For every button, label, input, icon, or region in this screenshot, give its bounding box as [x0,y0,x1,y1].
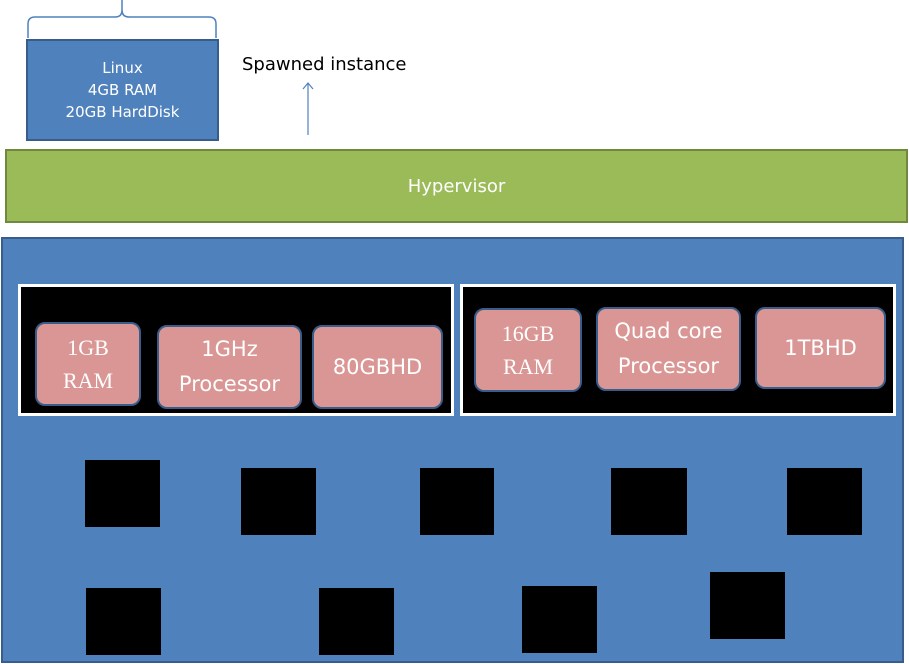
chip-line: Processor [617,354,720,378]
disk-chip-80gb: 80GBHD [312,325,443,409]
machine-square [85,460,160,527]
brace-connector [27,0,217,38]
chip-line: 1GB [67,335,109,360]
chip-line: Quad core [614,319,723,343]
machine-square [319,588,394,655]
ram-chip-16gb: 16GB RAM [474,308,582,392]
machine-square [86,588,161,655]
machine-square [522,586,597,653]
chip-line: 1GHz [201,337,258,361]
hypervisor-bar: Hypervisor [5,149,908,223]
chip-line: 80GBHD [332,354,423,379]
machine-square [611,468,687,535]
spawned-instance-label: Spawned instance [242,54,407,75]
machine-square [241,468,316,535]
machine-square [420,468,494,535]
processor-chip-quad-core: Quad core Processor [596,307,741,391]
chip-line: 16GB [501,321,555,346]
chip-line: 1TBHD [784,335,857,360]
ram-chip-1gb: 1GB RAM [35,322,141,406]
chip-line: RAM [62,368,114,393]
disk-chip-1tb: 1TBHD [755,307,886,389]
chip-line: Processor [178,372,281,396]
up-arrow-icon [302,82,314,135]
hypervisor-label: Hypervisor [407,175,506,197]
machine-square [710,572,785,639]
machine-square [787,468,862,535]
spawned-vm-box: Linux 4GB RAM 20GB HardDisk [26,39,219,141]
vm-disk-label: 20GB HardDisk [65,103,180,121]
chip-line: RAM [502,354,554,379]
vm-ram-label: 4GB RAM [87,81,158,99]
processor-chip-1ghz: 1GHz Processor [157,325,302,409]
vm-os-label: Linux [102,59,143,77]
